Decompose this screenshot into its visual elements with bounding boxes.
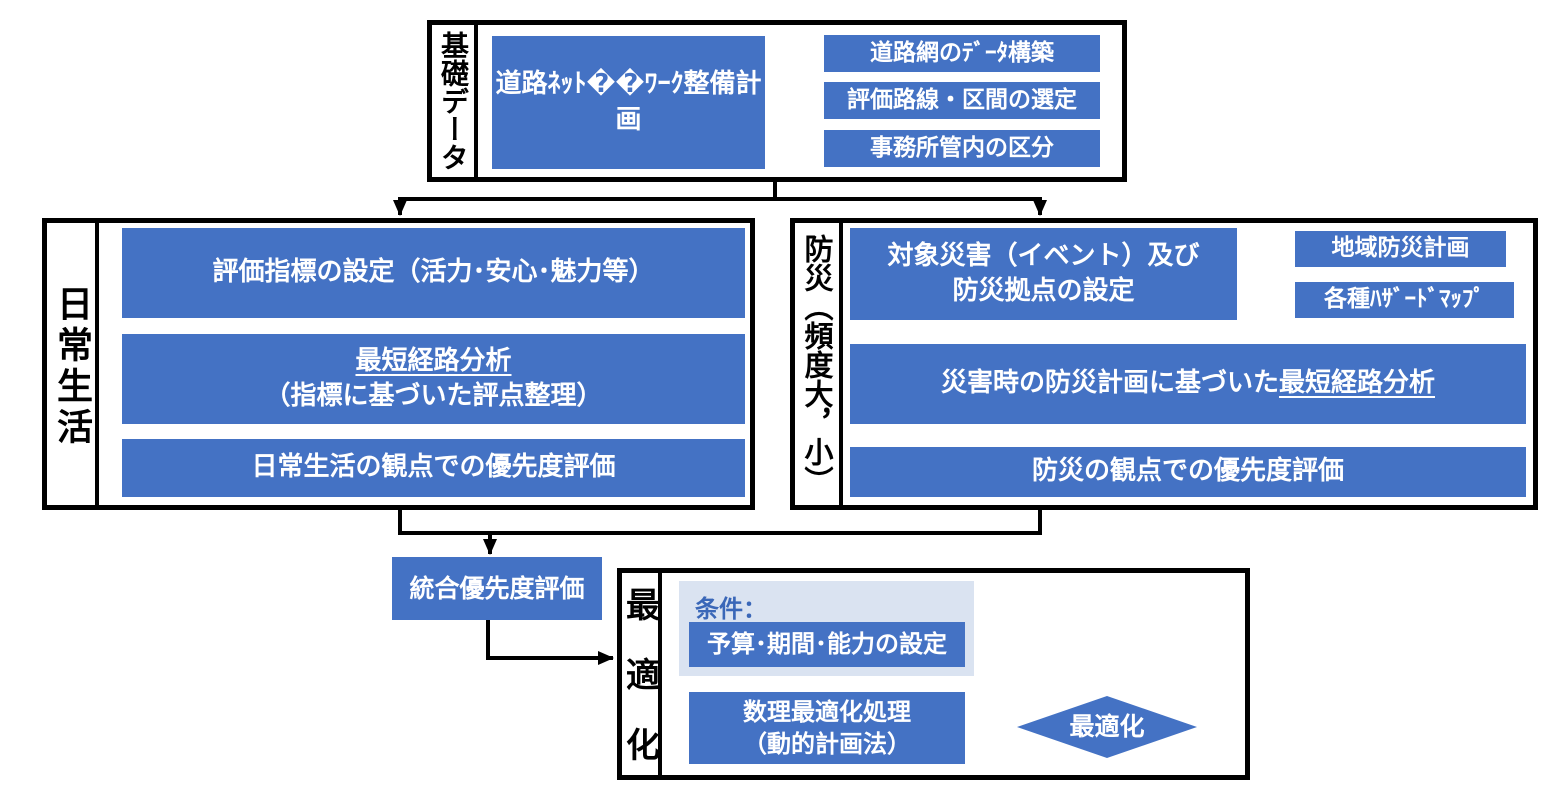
box-disaster-priority-evaluation: 防災の観点での優先度評価 xyxy=(850,447,1526,497)
box-target-disaster-setting: 対象災害（イベント）及び 防災拠点の設定 xyxy=(850,228,1237,320)
shortest-path-title: 最短経路分析 xyxy=(355,345,512,376)
math-optimization-line1: 数理最適化処理 xyxy=(743,697,911,726)
section-base-data: 基礎データ 道路ﾈｯﾄ��ﾜｰｸ整備計画 道路網のﾃﾞｰﾀ構築 評価路線・区間の… xyxy=(427,20,1127,182)
box-road-network-plan: 道路ﾈｯﾄ��ﾜｰｸ整備計画 xyxy=(492,36,765,169)
daily-life-label: 日常生活 xyxy=(51,284,92,449)
disaster-divider xyxy=(839,223,843,505)
condition-panel: 条件： 予算･期間･能力の設定 xyxy=(679,581,974,676)
condition-label: 条件： xyxy=(695,595,767,623)
disaster-analysis-underlined: 最短経路分析 xyxy=(1279,368,1436,399)
daily-life-divider xyxy=(95,223,99,505)
daily-life-label-column: 日常生活 xyxy=(47,223,95,505)
box-integrated-priority: 統合優先度評価 xyxy=(392,557,602,620)
base-data-divider xyxy=(474,25,478,177)
math-optimization-line2: （動的計画法） xyxy=(743,730,911,758)
box-mathematical-optimization: 数理最適化処理 （動的計画法） xyxy=(689,692,965,764)
box-regional-disaster-plan: 地域防災計画 xyxy=(1295,231,1506,267)
shortest-path-subtitle: （指標に基づいた評点整理） xyxy=(264,381,603,411)
box-evaluation-indicators: 評価指標の設定（活力･安心･魅力等） xyxy=(122,228,745,318)
box-hazard-maps: 各種ﾊｻﾞｰﾄﾞﾏｯﾌﾟ xyxy=(1295,282,1514,318)
optimization-label: 最適化 xyxy=(619,587,660,797)
section-disaster: 防災（頻度大，小） 対象災害（イベント）及び 防災拠点の設定 地域防災計画 各種… xyxy=(790,218,1538,510)
box-office-jurisdiction: 事務所管内の区分 xyxy=(824,130,1100,167)
box-road-data-construction: 道路網のﾃﾞｰﾀ構築 xyxy=(824,35,1100,72)
section-daily-life: 日常生活 評価指標の設定（活力･安心･魅力等） 最短経路分析 （指標に基づいた評… xyxy=(42,218,755,510)
base-data-label: 基礎データ xyxy=(437,31,470,171)
box-budget-period-capacity: 予算･期間･能力の設定 xyxy=(689,622,965,667)
target-disaster-line2: 防災拠点の設定 xyxy=(952,276,1135,306)
box-disaster-shortest-path: 災害時の防災計画に基づいた最短経路分析 xyxy=(850,344,1526,424)
disaster-label-column: 防災（頻度大，小） xyxy=(795,223,839,505)
optimization-divider xyxy=(658,573,662,775)
optimization-label-column: 最適化 xyxy=(620,573,660,797)
decision-optimization-diamond: 最適化 xyxy=(1017,696,1197,758)
disaster-label: 防災（頻度大，小） xyxy=(800,233,834,495)
disaster-analysis-text: 災害時の防災計画に基づいた最短経路分析 xyxy=(941,366,1435,401)
base-data-label-column: 基礎データ xyxy=(432,25,474,177)
box-shortest-path-analysis: 最短経路分析 （指標に基づいた評点整理） xyxy=(122,334,745,424)
arrow-integrated-to-opt xyxy=(486,618,614,665)
disaster-analysis-pre: 災害時の防災計画に基づいた xyxy=(940,368,1279,399)
section-optimization: 最適化 条件： 予算･期間･能力の設定 数理最適化処理 （動的計画法） 最適化 xyxy=(617,568,1250,797)
target-disaster-line1: 対象災害（イベント）及び xyxy=(887,240,1200,271)
box-route-section-selection: 評価路線・区間の選定 xyxy=(824,82,1100,119)
box-daily-priority-evaluation: 日常生活の観点での優先度評価 xyxy=(122,439,745,497)
